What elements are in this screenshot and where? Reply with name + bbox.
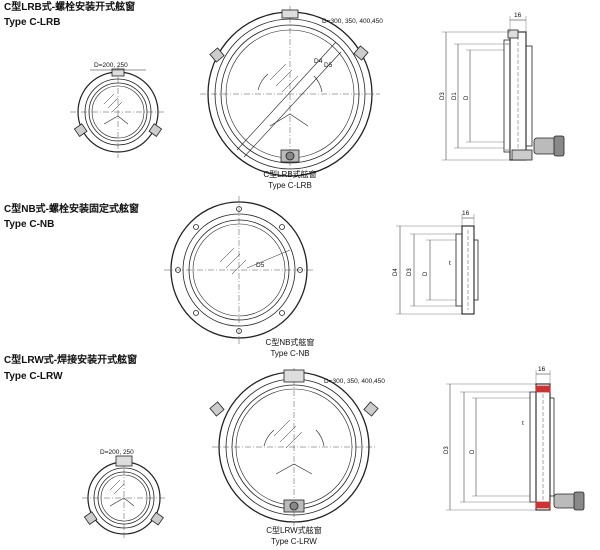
lrw-heading-cn: C型LRW式-焊接安装开式舷窗 bbox=[4, 355, 138, 366]
lrb-side-view bbox=[442, 16, 565, 161]
lrb-dim-d: D bbox=[464, 95, 470, 100]
nb-front-view bbox=[164, 196, 314, 344]
lrb-dim-d1: D1 bbox=[452, 92, 458, 100]
lrb-callout-d5: D5 bbox=[324, 62, 333, 69]
nb-dim-top: 16 bbox=[462, 210, 470, 217]
lrb-dim-top: 16 bbox=[514, 12, 522, 19]
nb-caption-cn: C型NB式舷窗 bbox=[265, 338, 315, 347]
lrb-small-dia-label: D=200, 250 bbox=[94, 62, 128, 69]
lrw-dim-d: D bbox=[470, 449, 476, 454]
lrw-caption-en: Type C-LRW bbox=[271, 537, 317, 546]
lrb-small-front-view bbox=[70, 66, 166, 158]
nb-heading-en: Type C-NB bbox=[4, 219, 55, 230]
nb-dim-t: t bbox=[449, 260, 451, 267]
lrb-heading-en: Type C-LRB bbox=[4, 17, 61, 28]
lrb-callout-d4: D4 bbox=[314, 58, 323, 65]
lrb-caption-cn: C型LRB式舷窗 bbox=[263, 170, 317, 179]
lrw-side-view bbox=[446, 370, 585, 511]
lrw-heading-en: Type C-LRW bbox=[4, 371, 63, 382]
nb-dim-d: D bbox=[423, 271, 429, 276]
lrb-large-dia-label: D=300, 350, 400,450 bbox=[322, 18, 383, 25]
lrb-caption-en: Type C-LRB bbox=[268, 181, 312, 190]
lrw-large-dia-label: D=300, 350, 400,450 bbox=[324, 378, 385, 385]
nb-heading-cn: C型NB式-螺栓安装固定式舷窗 bbox=[4, 204, 139, 215]
lrw-large-front-view bbox=[209, 368, 379, 526]
nb-side-view bbox=[396, 214, 479, 315]
lrb-large-front-view bbox=[200, 6, 380, 182]
lrw-caption-cn: C型LRW式舷窗 bbox=[266, 526, 322, 535]
nb-dim-d4: D4 bbox=[393, 268, 399, 276]
lrw-dim-t: t bbox=[522, 420, 524, 427]
nb-caption-en: Type C-NB bbox=[270, 349, 310, 358]
nb-dim-d3: D3 bbox=[407, 268, 413, 276]
lrb-dim-d3: D3 bbox=[440, 92, 446, 100]
lrw-dim-top: 16 bbox=[538, 366, 546, 373]
lrw-dim-d3: D3 bbox=[444, 446, 450, 454]
lrw-small-front-view bbox=[82, 455, 166, 538]
lrb-heading-cn: C型LRB式-螺栓安装开式舷窗 bbox=[4, 2, 136, 13]
nb-callout-d5: D5 bbox=[256, 262, 265, 269]
lrw-small-dia-label: D=200, 250 bbox=[100, 449, 134, 456]
